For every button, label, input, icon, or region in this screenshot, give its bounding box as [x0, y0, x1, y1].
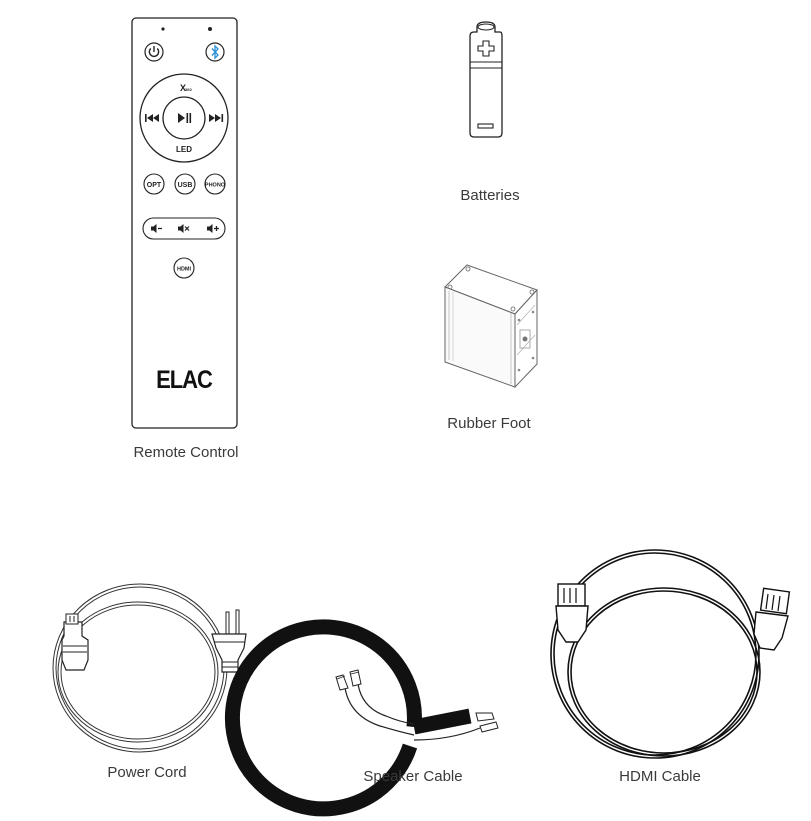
svg-text:360: 360 [185, 87, 192, 92]
phono-button[interactable]: PHONO [205, 183, 226, 189]
mute-icon[interactable] [178, 224, 190, 233]
hdmi-cable-caption: HDMI Cable [619, 768, 701, 785]
opt-button[interactable]: OPT [147, 182, 162, 189]
previous-track-icon[interactable] [145, 114, 159, 122]
iec-connector-icon [61, 613, 89, 671]
volume-up-icon[interactable] [207, 224, 219, 233]
batteries-caption: Batteries [460, 187, 520, 204]
hdmi-connector-icon [753, 587, 791, 651]
power-icon[interactable] [144, 42, 164, 62]
led-label[interactable]: LED [176, 145, 192, 154]
bluetooth-icon[interactable] [205, 42, 225, 62]
wire-end-icon [475, 712, 499, 733]
hdmi-button[interactable]: HDMI [177, 267, 192, 273]
wire-end-icon [335, 669, 362, 691]
ring-top-label[interactable]: X [180, 83, 186, 93]
play-pause-icon[interactable] [178, 113, 192, 123]
usb-button[interactable]: USB [178, 182, 193, 189]
remote-control-caption: Remote Control [133, 444, 239, 461]
minus-icon [477, 123, 494, 129]
next-track-icon[interactable] [209, 114, 224, 122]
speaker-cable-caption: Speaker Cable [363, 768, 463, 785]
power-cord-caption: Power Cord [107, 764, 187, 781]
rubber-foot-caption: Rubber Foot [447, 415, 531, 432]
plug-icon [211, 609, 247, 673]
plus-icon [477, 40, 495, 57]
hdmi-connector-icon [555, 583, 589, 643]
elac-logo: ELAC [156, 367, 213, 395]
volume-down-icon[interactable] [151, 224, 162, 233]
